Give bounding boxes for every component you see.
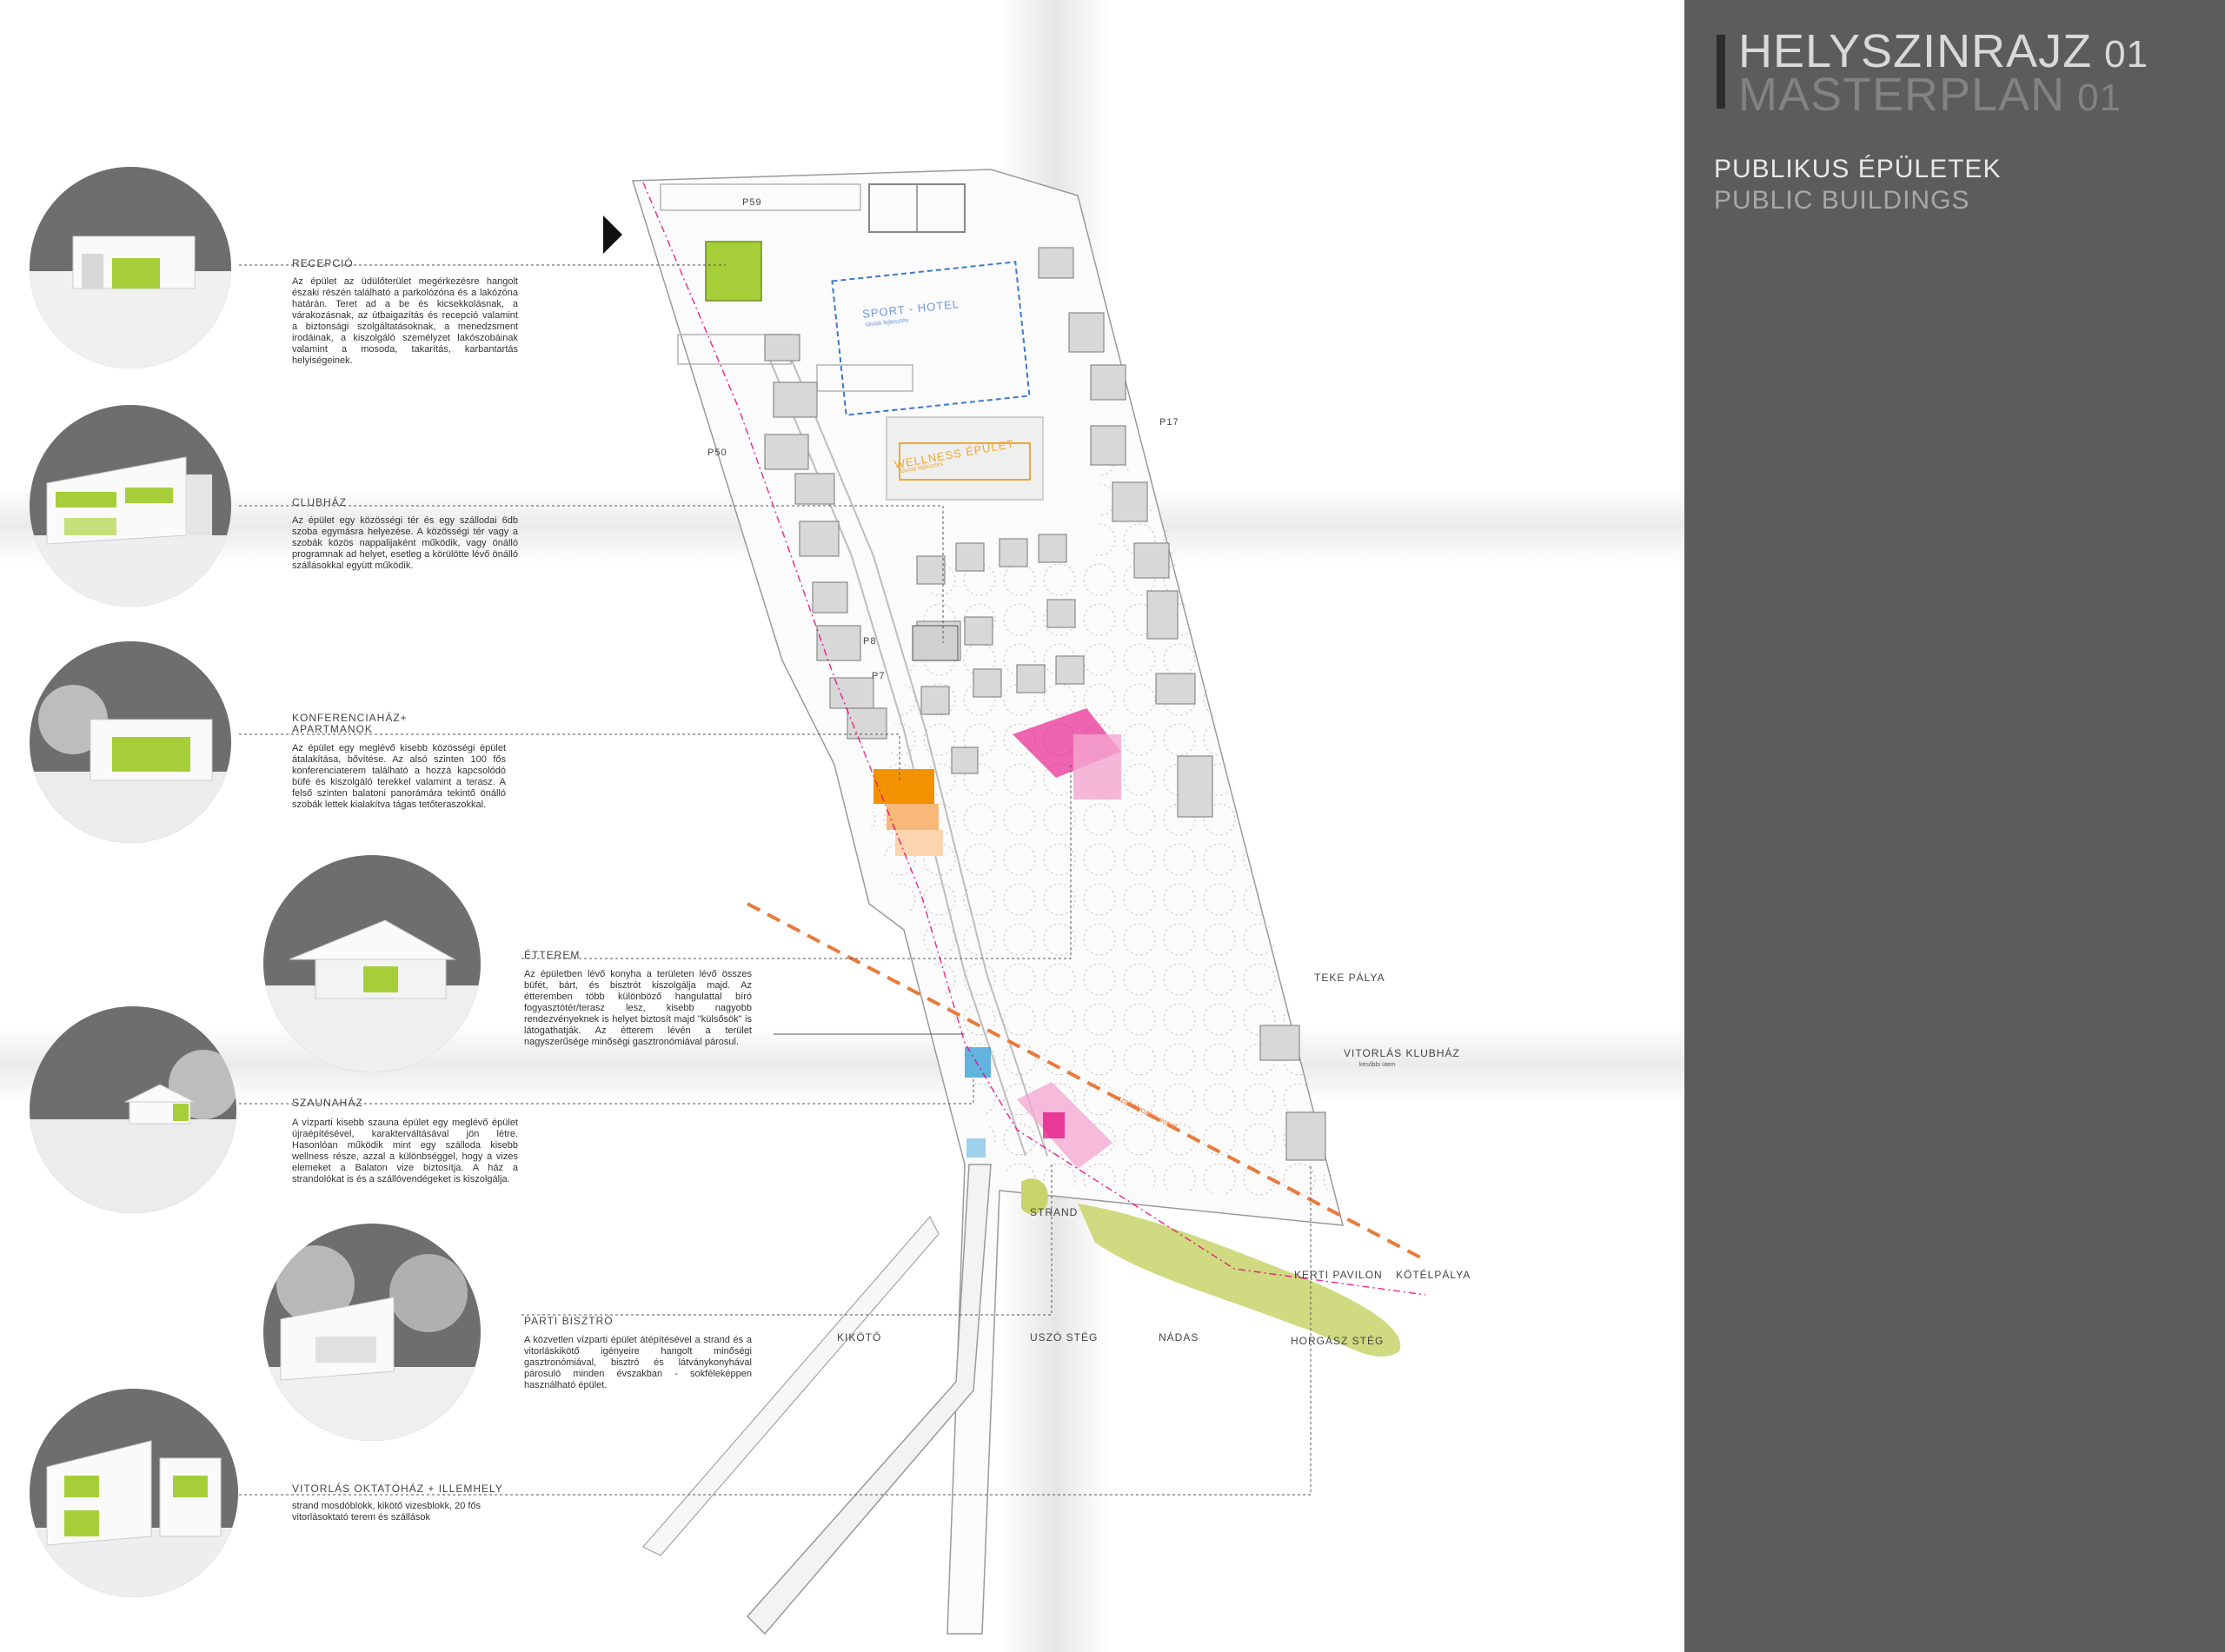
callout-text-sailing-school: strand mosdóblokk, kikötő vizesblokk, 20… [292,1501,482,1523]
main-road-edge [786,347,1048,1157]
pier [746,1164,992,1635]
callout-title-sauna: SZAUNAHÁZ [292,1097,363,1109]
restaurant-building [1013,708,1121,799]
label-teke-palya: TEKE PÁLYA [1314,972,1385,984]
callout-title-sailing-school: VITORLÁS OKTATÓHÁZ + ILLEMHELY [292,1483,503,1495]
site-plan [239,169,1426,1635]
page-subtitle: MASTERPLAN 01 [1738,71,2122,118]
conference-building [873,769,943,856]
label-kikoto: KIKÖTŐ [837,1331,882,1343]
callout-text-clubhouse: Az épület egy közösségi tér és egy száll… [292,515,518,571]
regulation-line [642,182,1426,1296]
label-kerti-pavilon: KERTI PAVILON [1294,1269,1383,1281]
callout-text-sauna: A vízparti kisebb szauna épület egy megl… [292,1118,518,1184]
callout-lines [239,264,1312,1496]
title-en-number: 01 [2077,76,2122,119]
section-title-hu: PUBLIKUS ÉPÜLETEK [1714,155,2002,183]
sauna-building [965,1047,991,1158]
strand-green [1021,1178,1048,1214]
label-p8: P8 [863,636,877,647]
title-en: MASTERPLAN [1738,69,2066,121]
callout-title-clubhouse: CLUBHÁZ [292,496,348,508]
wellness-strip [899,442,1031,481]
sidebar-panel [1684,0,2225,1652]
shoreline-dashed [747,902,1426,1262]
label-horgasz-steg: HORGÁSZ STÉG [1291,1335,1385,1347]
callout-title-beach-bistro: PARTI BISZTRÓ [524,1315,614,1327]
label-uszo-steg: USZÓ STÉG [1030,1331,1099,1343]
callout-text-beach-bistro: A közvetlen vízparti épület átépítésével… [524,1335,752,1390]
beach-bistro-building [1017,1082,1112,1169]
clubhouse-building [912,625,959,661]
wellness-building [886,416,1044,501]
callout-text-reception: Az épület az üdülőterület megérkezésre h… [292,276,518,366]
render-reception [30,167,231,368]
label-vitorlas-klubhaz-sub: későbbi ütem [1359,1062,1396,1068]
label-nadas: NÁDAS [1159,1331,1199,1343]
page-title: HELYSZINRAJZ 01 [1738,28,2149,75]
label-strand: STRAND [1030,1206,1079,1218]
north-arrow-icon [603,216,622,254]
render-sauna [30,1006,236,1213]
label-vitorlas-klubhaz: VITORLÁS KLUBHÁZ [1344,1047,1460,1059]
render-beach-bistro [263,1224,481,1441]
render-conference [30,641,231,843]
callout-title-reception: RECEPCIÓ [292,257,354,269]
callout-text-restaurant: Az épületben lévő konyha a területen lév… [524,969,752,1047]
title-hu: HELYSZINRAJZ [1738,25,2093,77]
label-p50: P50 [707,448,727,458]
pier-arm [642,1215,940,1556]
render-clubhouse [30,405,231,607]
reed-area [1078,1204,1401,1357]
render-restaurant [263,855,481,1072]
callout-title-restaurant: ÉTTEREM [524,949,581,961]
callout-text-conference: Az épület egy meglévő kisebb közösségi é… [292,743,506,810]
parking-area [660,183,913,392]
label-p7: P7 [872,671,886,681]
section-title-en: PUBLIC BUILDINGS [1714,186,1970,215]
label-p59: P59 [742,197,762,208]
title-accent-bar [1717,35,1725,109]
label-kotelpalya: KÖTÉLPÁLYA [1396,1269,1471,1281]
sport-hotel-footprint [831,261,1031,416]
paper-fold-horizontal-lower [0,1025,1684,1104]
label-p17: P17 [1159,417,1179,428]
reception-building [705,241,762,302]
callout-title-conference: KONFERENCIAHÁZ+ APARTMANOK [292,712,408,735]
title-hu-number: 01 [2104,33,2149,76]
render-sailing-school [30,1389,238,1597]
